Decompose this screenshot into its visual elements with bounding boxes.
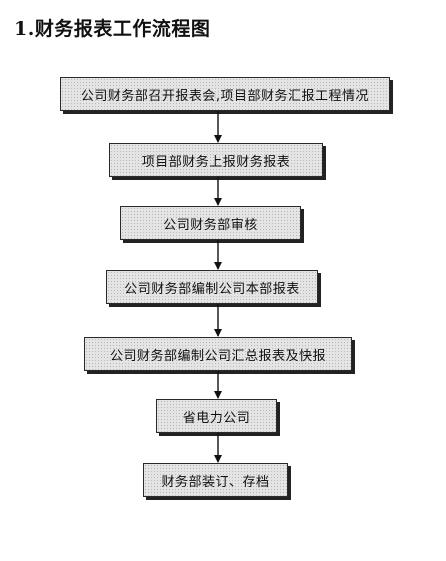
flow-step-5: 公司财务部编制公司汇总报表及快报 (84, 337, 352, 371)
flow-step-1: 公司财务部召开报表会,项目部财务汇报工程情况 (60, 77, 390, 111)
flow-step-3: 公司财务部审核 (120, 206, 301, 240)
flow-step-4: 公司财务部编制公司本部报表 (106, 270, 318, 304)
flow-step-7: 财务部装订、存档 (143, 463, 288, 497)
page-title: 1.财务报表工作流程图 (14, 18, 211, 40)
flow-step-2: 项目部财务上报财务报表 (109, 143, 323, 177)
flow-step-1-label: 公司财务部召开报表会,项目部财务汇报工程情况 (80, 88, 370, 104)
flow-step-4-label: 公司财务部编制公司本部报表 (124, 281, 300, 297)
flow-step-7-label: 财务部装订、存档 (161, 474, 270, 490)
flow-step-6: 省电力公司 (156, 399, 277, 433)
flow-step-2-label: 项目部财务上报财务报表 (141, 154, 291, 170)
flow-step-3-label: 公司财务部审核 (163, 217, 258, 233)
flow-step-6-label: 省电力公司 (182, 410, 251, 426)
flow-step-5-label: 公司财务部编制公司汇总报表及快报 (109, 348, 326, 364)
